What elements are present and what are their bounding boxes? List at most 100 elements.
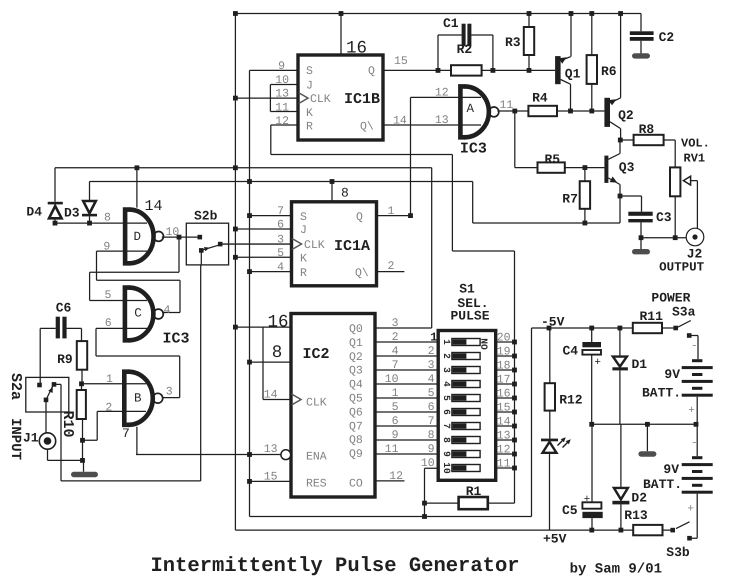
svg-text:A: A [467,102,475,116]
svg-text:S3b: S3b [666,545,690,560]
svg-text:D3: D3 [64,206,80,221]
svg-text:16: 16 [268,313,289,333]
svg-text:IC1A: IC1A [334,238,370,255]
svg-text:by Sam 9/01: by Sam 9/01 [570,562,662,578]
svg-text:C: C [134,307,142,321]
svg-text:Q\: Q\ [360,121,374,134]
svg-text:C3: C3 [656,210,672,225]
svg-text:R4: R4 [532,91,548,106]
svg-text:5: 5 [428,387,435,400]
svg-text:C4: C4 [563,344,579,359]
svg-text:9V: 9V [664,367,680,382]
svg-text:7: 7 [428,415,435,428]
svg-text:4: 4 [441,381,452,387]
svg-text:R13: R13 [624,508,648,523]
svg-text:9: 9 [103,241,110,254]
svg-text:J: J [306,80,313,93]
svg-text:14: 14 [497,416,511,429]
svg-text:Q0: Q0 [349,323,363,336]
svg-text:D2: D2 [631,491,647,506]
svg-text:-: - [691,438,698,450]
svg-text:3: 3 [441,367,452,373]
svg-text:2: 2 [392,331,399,344]
svg-text:CLK: CLK [304,239,325,252]
svg-text:C2: C2 [659,30,675,45]
svg-text:J1: J1 [23,431,39,446]
svg-text:R: R [306,121,313,134]
svg-text:C5: C5 [562,503,578,518]
svg-text:3: 3 [392,317,399,330]
svg-text:VOL.: VOL. [681,137,710,151]
svg-text:2: 2 [388,260,395,273]
svg-text:12: 12 [275,115,289,128]
svg-text:1: 1 [441,339,452,345]
svg-text:R3: R3 [505,35,521,50]
svg-text:9V: 9V [663,462,679,477]
svg-text:CO: CO [349,478,363,491]
svg-text:4: 4 [392,345,399,358]
svg-text:D4: D4 [26,205,42,220]
svg-text:ON: ON [480,338,491,350]
svg-text:9: 9 [392,429,399,442]
svg-text:7: 7 [441,423,452,429]
svg-text:7: 7 [122,426,130,441]
svg-text:6: 6 [428,401,435,414]
svg-text:1: 1 [392,387,399,400]
svg-text:IC3: IC3 [460,141,487,158]
svg-text:9: 9 [428,443,435,456]
svg-text:13: 13 [264,443,278,456]
svg-text:S3a: S3a [672,305,696,320]
svg-text:K: K [306,107,313,120]
svg-text:Intermittently Pulse Generator: Intermittently Pulse Generator [151,555,520,578]
svg-text:C1: C1 [443,16,459,31]
svg-text:RES: RES [306,478,327,491]
svg-text:5: 5 [392,401,399,414]
svg-text:15: 15 [497,402,511,415]
svg-text:J2: J2 [687,247,703,262]
svg-text:R8: R8 [639,122,655,137]
svg-text:INPUT: INPUT [7,418,23,460]
svg-text:9: 9 [441,451,452,457]
svg-text:Q8: Q8 [349,434,363,447]
svg-text:4: 4 [428,373,435,386]
svg-text:C6: C6 [56,301,72,316]
svg-text:6: 6 [392,415,399,428]
svg-text:CLK: CLK [310,93,331,106]
svg-text:SEL.: SEL. [457,296,488,311]
svg-text:12: 12 [497,444,511,457]
svg-text:6: 6 [441,409,452,415]
svg-text:8: 8 [272,343,283,363]
svg-text:19: 19 [497,346,511,359]
svg-text:D: D [134,230,142,244]
svg-text:-5V: -5V [541,315,565,330]
svg-text:Q: Q [356,211,363,224]
svg-text:4: 4 [164,304,171,317]
svg-text:S2a: S2a [7,373,24,400]
svg-text:IC2: IC2 [303,346,330,363]
svg-text:RV1: RV1 [684,152,706,166]
svg-text:BATT.: BATT. [642,386,681,401]
svg-text:Q7: Q7 [349,420,363,433]
svg-text:15: 15 [394,55,408,68]
svg-text:PULSE: PULSE [450,309,489,324]
svg-text:11: 11 [275,102,289,115]
svg-text:R10: R10 [59,411,76,438]
svg-text:R5: R5 [545,152,561,167]
svg-text:S2b: S2b [194,209,218,224]
svg-text:+: + [594,357,601,369]
svg-text:Q5: Q5 [349,393,363,406]
svg-text:Q3: Q3 [619,160,635,175]
svg-text:5: 5 [441,395,452,401]
svg-text:+: + [584,494,591,506]
svg-text:ENA: ENA [306,451,327,464]
svg-text:10: 10 [275,74,289,87]
svg-text:14: 14 [264,389,278,402]
svg-text:D1: D1 [632,357,648,372]
svg-text:S1: S1 [459,282,475,297]
svg-text:18: 18 [497,360,511,373]
svg-text:IC3: IC3 [163,331,190,348]
svg-text:Q1: Q1 [565,67,581,82]
svg-text:POWER: POWER [651,291,690,306]
svg-text:1: 1 [430,331,437,345]
svg-text:5: 5 [105,289,112,302]
